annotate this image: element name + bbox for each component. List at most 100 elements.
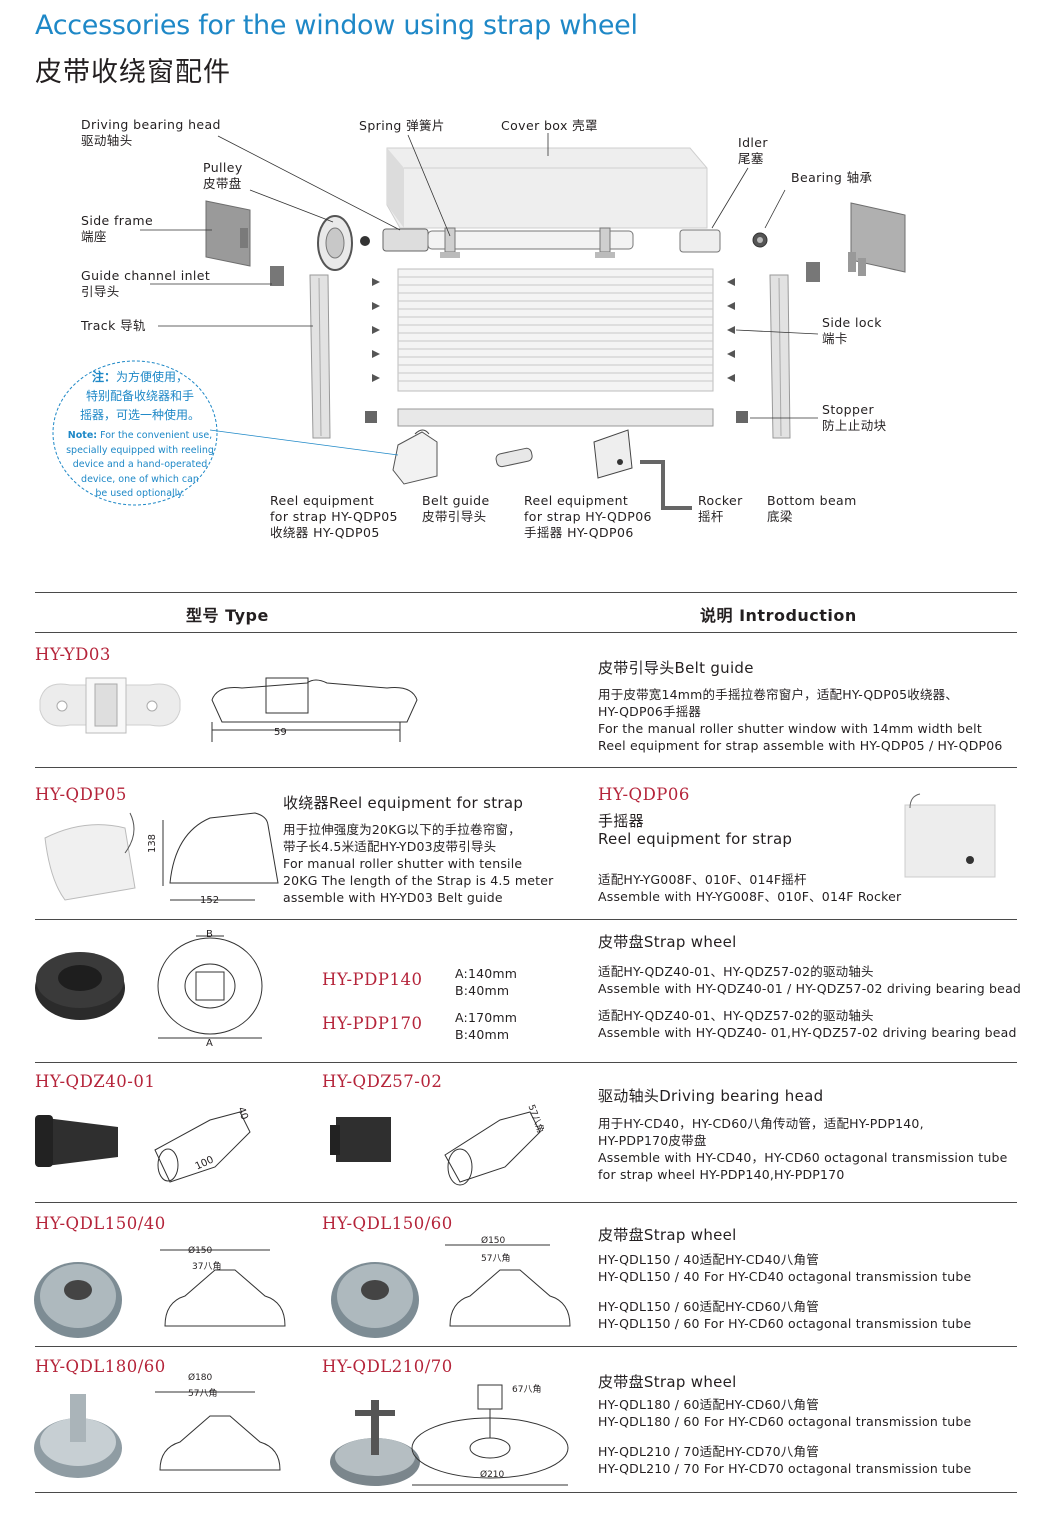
pdp-dim-b: B	[206, 929, 213, 940]
side-locks	[372, 278, 735, 382]
table-rule-header	[35, 632, 1017, 633]
note-en-line: specially equipped with reeling	[66, 444, 214, 456]
spec-line: A:140mm	[455, 966, 518, 981]
label-line: Rocker	[698, 493, 743, 508]
table-rule	[35, 919, 1017, 920]
label-guide-channel-inlet: Guide channel inlet 引导头	[81, 268, 210, 300]
label-stopper: Stopper 防上止动块	[822, 402, 887, 434]
intro-body-qdl210: HY-QDL210 / 70适配HY-CD70八角管 HY-QDL210 / 7…	[598, 1443, 971, 1477]
roller-shaft	[427, 230, 634, 250]
label-line: Guide channel inlet	[81, 268, 211, 283]
qdp06-art	[904, 793, 996, 878]
label-line: for strap HY-QDP06	[524, 509, 652, 524]
intro-line: for strap wheel HY-PDP140,HY-PDP170	[598, 1167, 845, 1182]
intro-body-qdz: 用于HY-CD40，HY-CD60八角传动管，适配HY-PDP140, HY-P…	[598, 1115, 1008, 1183]
table-rule	[35, 1062, 1017, 1063]
label-reel-qdp05: Reel equipment for strap HY-QDP05 收绕器 HY…	[270, 493, 398, 541]
intro-line: For the manual roller shutter window wit…	[598, 721, 982, 736]
note-zh-line: 特别配备收绕器和手	[85, 389, 194, 403]
intro-title-pdp: 皮带盘Strap wheel	[598, 933, 737, 951]
qdz-art	[35, 1111, 541, 1186]
label-bottom-beam: Bottom beam 底梁	[767, 493, 857, 525]
model-hy-pdp140: HY-PDP140	[322, 970, 423, 989]
intro-line: 用于皮带宽14mm的手摇拉卷帘窗户，适配HY-QDP05收绕器、	[598, 687, 959, 702]
intro-line: HY-QDL150 / 60适配HY-CD60八角管	[598, 1299, 819, 1314]
intro-line: Assemble with HY-QDZ40-01 / HY-QDZ57-02 …	[598, 981, 1022, 996]
spec-pdp140: A:140mm B:40mm	[455, 965, 517, 999]
page-title-zh: 皮带收绕窗配件	[35, 57, 231, 88]
note-zh-line: 摇器，可选一种使用。	[79, 408, 200, 422]
label-line: 端座	[81, 229, 107, 244]
note-en-line: For the convenient use,	[97, 430, 213, 441]
intro-line: HY-QDL180 / 60适配HY-CD60八角管	[598, 1397, 819, 1412]
spec-pdp170: A:170mm B:40mm	[455, 1009, 517, 1043]
side-frame-right	[850, 202, 906, 273]
label-line: 手摇器 HY-QDP06	[524, 525, 634, 540]
column-header-type: 型号 Type	[186, 606, 269, 625]
spec-line: B:40mm	[455, 983, 510, 998]
qdp05-art	[44, 812, 279, 901]
table-rule-top	[35, 592, 1017, 593]
intro-line: HY-PDP170皮带盘	[598, 1133, 707, 1148]
label-line: 端卡	[822, 331, 848, 346]
label-line: 皮带盘	[203, 176, 242, 191]
intro-title-qdp06-en: Reel equipment for strap	[598, 830, 793, 848]
intro-line: assemble with HY-YD03 Belt guide	[283, 890, 503, 905]
intro-line: HY-QDL150 / 60 For HY-CD60 octagonal tra…	[598, 1316, 972, 1331]
intro-title-yd03: 皮带引导头Belt guide	[598, 659, 754, 677]
model-hy-pdp170: HY-PDP170	[322, 1014, 423, 1033]
reel-qdp06-art	[593, 429, 633, 479]
intro-body-yd03: 用于皮带宽14mm的手摇拉卷帘窗户，适配HY-QDP05收绕器、 HY-QDP0…	[598, 686, 1003, 754]
intro-line: For manual roller shutter with tensile	[283, 856, 523, 871]
page-title-en: Accessories for the window using strap w…	[35, 10, 638, 41]
model-hy-qdp05: HY-QDP05	[35, 785, 127, 804]
spec-line: B:40mm	[455, 1027, 510, 1042]
yd03-art	[39, 677, 418, 742]
intro-line: 带子长4.5米适配HY-YD03皮带引导头	[283, 839, 497, 854]
table-rule	[35, 1202, 1017, 1203]
pdp-art	[35, 935, 263, 1039]
label-line: Idler	[738, 135, 768, 150]
model-hy-qdl180-60: HY-QDL180/60	[35, 1357, 166, 1376]
intro-body-qdl150-40: HY-QDL150 / 40适配HY-CD40八角管 HY-QDL150 / 4…	[598, 1251, 971, 1285]
qdp05-dim-h: 138	[147, 833, 159, 854]
label-line: 底梁	[767, 509, 793, 524]
note-bubble-outline	[52, 360, 218, 506]
note-zh-prefix: 注：	[91, 370, 116, 384]
qdl150-40-dia: Ø150	[188, 1246, 213, 1256]
intro-line: 用于拉伸强度为20KG以下的手拉卷帘窗，	[283, 822, 521, 837]
note-en-line: be used optionally.	[95, 488, 185, 499]
model-hy-qdl150-40: HY-QDL150/40	[35, 1214, 166, 1233]
label-line: Side lock	[822, 315, 882, 330]
label-pulley: Pulley 皮带盘	[203, 160, 243, 192]
intro-body-qdl150-60: HY-QDL150 / 60适配HY-CD60八角管 HY-QDL150 / 6…	[598, 1298, 971, 1332]
intro-title-qdl150: 皮带盘Strap wheel	[598, 1226, 737, 1244]
label-line: 驱动轴头	[81, 133, 133, 148]
note-en-line: device and a hand-operated	[72, 459, 208, 470]
spec-line: A:170mm	[455, 1010, 518, 1025]
label-line: Belt guide	[422, 493, 490, 508]
intro-line: Assemble with HY-CD40，HY-CD60 octagonal …	[598, 1150, 1008, 1165]
qdl180-oct: 57八角	[188, 1389, 218, 1399]
model-hy-qdl210-70: HY-QDL210/70	[322, 1357, 453, 1376]
intro-body-pdp140: 适配HY-QDZ40-01、HY-QDZ57-02的驱动轴头 Assemble …	[598, 963, 1021, 997]
label-line: Reel equipment	[524, 493, 629, 508]
label-side-frame: Side frame 端座	[81, 213, 153, 245]
model-hy-qdz57-02: HY-QDZ57-02	[322, 1072, 443, 1091]
label-line: 收绕器 HY-QDP05	[270, 525, 380, 540]
intro-line: HY-QDL150 / 40 For HY-CD40 octagonal tra…	[598, 1269, 972, 1284]
intro-line: Assemble with HY-QDZ40- 01,HY-QDZ57-02 d…	[598, 1025, 1017, 1040]
label-track: Track 导轨	[81, 318, 146, 333]
label-idler: Idler 尾塞	[738, 135, 768, 167]
label-spring: Spring 弹簧片	[359, 118, 445, 133]
bottom-beam	[397, 408, 714, 427]
label-line: 引导头	[81, 284, 120, 299]
intro-title-qdz: 驱动轴头Driving bearing head	[598, 1087, 824, 1105]
label-bearing: Bearing 轴承	[791, 170, 873, 185]
shutter-slats	[397, 268, 714, 392]
pdp-dim-a: A	[206, 1038, 213, 1049]
note-en-line: device, one of which can	[81, 473, 199, 485]
label-reel-qdp06: Reel equipment for strap HY-QDP06 手摇器 HY…	[524, 493, 652, 541]
driving-head	[382, 228, 429, 252]
label-line: Side frame	[81, 213, 154, 228]
